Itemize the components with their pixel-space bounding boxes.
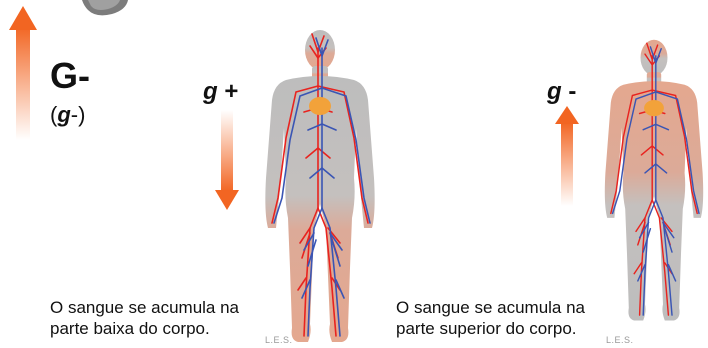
g-minus-title: G- xyxy=(50,55,90,97)
g-minus-small-arrow-icon xyxy=(555,106,579,206)
caption-g-plus-line1: O sangue se acumula na xyxy=(50,297,280,318)
credit-left: L.E.S. xyxy=(265,335,293,345)
g-minus-subtitle: (g-) xyxy=(50,102,85,128)
credit-right: L.E.S. xyxy=(606,335,634,345)
g-minus-arrow-icon xyxy=(9,6,37,140)
g-minus-label: g - xyxy=(547,78,576,106)
caption-g-minus-line2: parte superior do corpo. xyxy=(396,318,626,339)
caption-g-minus: O sangue se acumula na parte superior do… xyxy=(396,297,626,339)
body-figure-g-minus xyxy=(605,40,703,321)
caption-g-plus-line2: parte baixa do corpo. xyxy=(50,318,280,339)
caption-g-minus-line1: O sangue se acumula na xyxy=(396,297,626,318)
caption-g-plus: O sangue se acumula na parte baixa do co… xyxy=(50,297,280,339)
g-plus-label: g + xyxy=(203,78,238,106)
body-figure-g-plus xyxy=(265,30,374,342)
g-plus-arrow-icon xyxy=(215,110,239,210)
